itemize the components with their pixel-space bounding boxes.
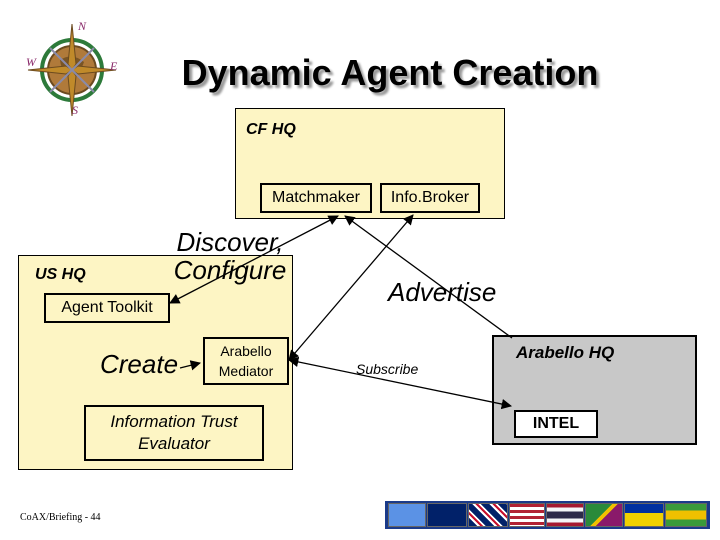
compass-w: W: [26, 55, 37, 69]
compass-e: E: [109, 59, 118, 73]
matchmaker-box: Matchmaker: [260, 183, 372, 213]
arabello-mediator-box: Arabello Mediator: [203, 337, 289, 385]
advertise-arrow: [344, 215, 513, 339]
info-trust-evaluator-box: Information Trust Evaluator: [84, 405, 264, 461]
compass-n: N: [77, 19, 87, 33]
agent-toolkit-box: Agent Toolkit: [44, 293, 170, 323]
striped-flag-icon: [665, 503, 707, 527]
infobroker-box: Info.Broker: [380, 183, 480, 213]
create-arrow: [179, 360, 202, 371]
un-flag-icon: [388, 503, 426, 527]
australia-flag-icon: [427, 503, 467, 527]
toolkit-matchmaker-arrow: [169, 215, 339, 304]
mediator-intel-arrow: [287, 356, 513, 410]
cf-hq-label: CF HQ: [246, 121, 296, 138]
create-label: Create: [100, 349, 179, 379]
footer-label: CoAX/Briefing - 44: [20, 512, 101, 523]
compass-logo: N E S W: [20, 18, 130, 118]
us-flag-icon: [509, 503, 545, 527]
green-flag-icon: [585, 503, 623, 527]
arabello-hq-label: Arabello HQ: [516, 343, 615, 362]
thailand-flag-icon: [546, 503, 584, 527]
yellow-flag-icon: [624, 503, 664, 527]
us-hq-label: US HQ: [35, 266, 86, 283]
uk-flag-icon: [468, 503, 508, 527]
page-title: Dynamic Agent Creation: [181, 52, 599, 93]
mediator-infobroker-arrow: [288, 214, 414, 361]
intel-box: INTEL: [514, 410, 598, 438]
compass-s: S: [72, 103, 78, 117]
